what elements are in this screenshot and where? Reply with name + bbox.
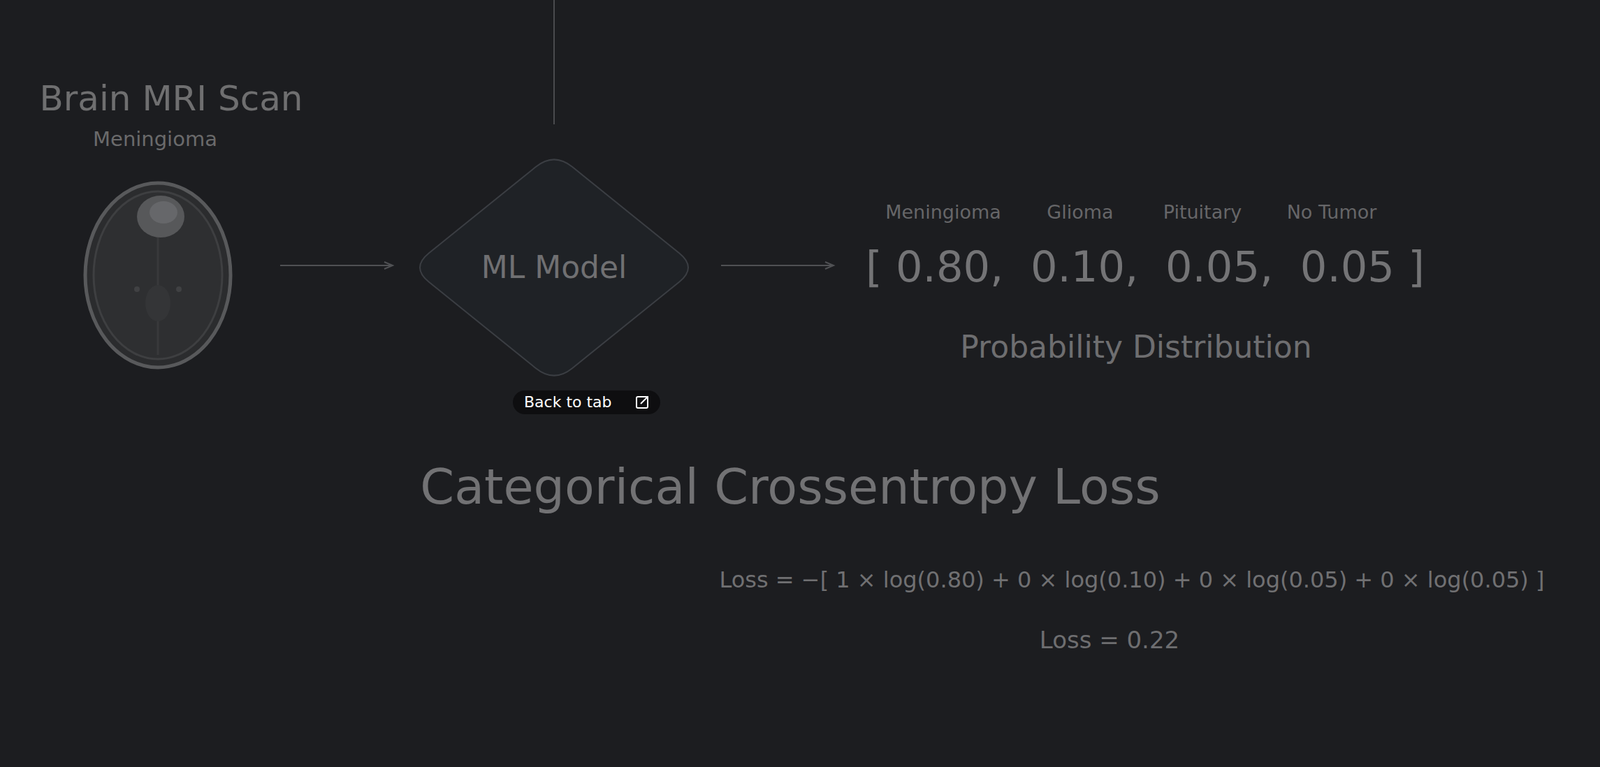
node-text: No Tumor <box>1286 201 1378 223</box>
formula-text: Loss = −[ 1 × log(0.80) + 0 × log(0.10) … <box>719 567 1545 594</box>
formula-text: Loss = 0.22 <box>1039 626 1180 654</box>
flow-arrow <box>280 262 393 269</box>
output-group: Meningioma Glioma Pituitary No Tumor [ 0.80,… <box>852 188 1433 378</box>
node-text: Probability Distribution <box>960 329 1312 366</box>
flow-arrow <box>721 262 834 269</box>
node-text: [ 0.80, 0.10, 0.05, 0.05 ] <box>865 243 1425 293</box>
section-heading: Categorical Crossentropy Loss <box>419 459 1160 516</box>
back-to-tab-pill: Back to tab <box>512 390 661 415</box>
input-line <box>553 0 555 125</box>
node-text: Brain MRI Scan <box>39 78 303 120</box>
node-text: Glioma <box>1046 201 1114 223</box>
pill-label: Back to tab <box>524 393 613 411</box>
mri-image-node: Brain MRI ScanMeningioma <box>82 180 234 371</box>
node-text: Pituitary <box>1163 201 1243 223</box>
node-text: Meningioma <box>92 127 218 151</box>
decision-diamond: ML Model <box>410 152 698 383</box>
node-text: Meningioma <box>885 201 1002 223</box>
node-text: ML Model <box>481 250 628 286</box>
brain-mri-illustration <box>82 180 234 371</box>
